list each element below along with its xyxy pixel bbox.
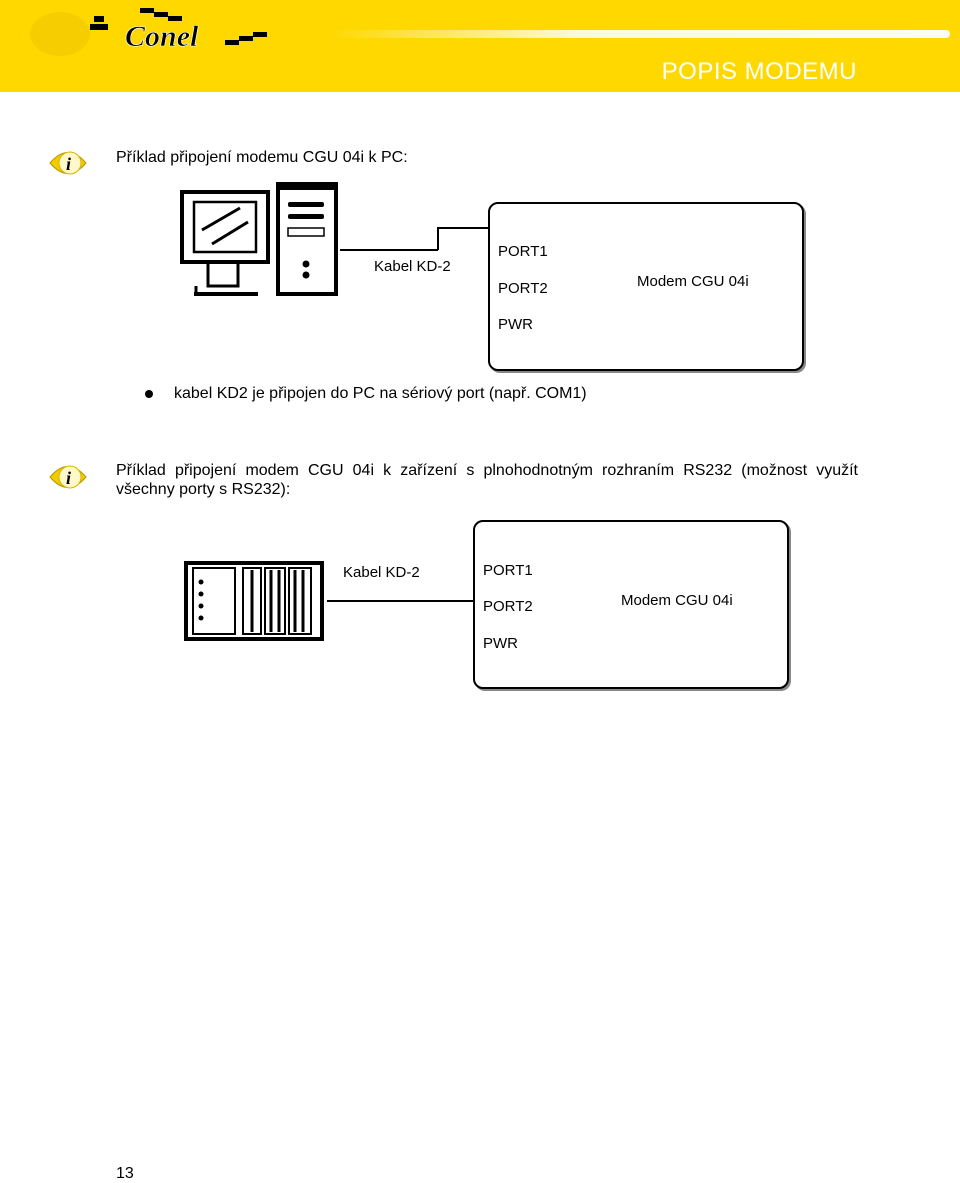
cable-label: Kabel KD-2 <box>343 564 420 581</box>
header-swoosh <box>330 30 950 38</box>
port-label: PWR <box>483 635 518 652</box>
conel-logo-icon: Conel <box>30 8 267 56</box>
pc-icon <box>180 182 338 296</box>
port-label: PORT1 <box>498 243 548 260</box>
port-label: PORT2 <box>498 280 548 297</box>
cable-line <box>340 249 438 251</box>
bullet-dot <box>145 390 153 398</box>
info-icon: i <box>49 151 87 175</box>
cable-line <box>437 227 489 229</box>
cable-line <box>327 600 475 602</box>
cable-line-vertical <box>437 227 439 250</box>
rs232-device-icon <box>184 561 324 641</box>
modem-box <box>488 202 804 371</box>
section2-heading: Příklad připojení modem CGU 04i k zaříze… <box>116 462 858 498</box>
port-label: PWR <box>498 316 533 333</box>
cable-label: Kabel KD-2 <box>374 258 451 275</box>
page-number: 13 <box>116 1165 134 1182</box>
svg-text:i: i <box>66 154 71 174</box>
svg-text:Conel: Conel <box>125 20 199 53</box>
bullet-text: kabel KD2 je připojen do PC na sériový p… <box>174 385 587 402</box>
header-title: POPIS MODEMU <box>661 58 857 85</box>
modem-box <box>473 520 789 689</box>
page-header: Conel POPIS MODEMU <box>0 0 960 92</box>
modem-label: Modem CGU 04i <box>621 592 733 609</box>
modem-label: Modem CGU 04i <box>637 273 749 290</box>
port-label: PORT1 <box>483 562 533 579</box>
info-icon: i <box>49 465 87 489</box>
port-label: PORT2 <box>483 598 533 615</box>
svg-text:i: i <box>66 468 71 488</box>
section1-heading: Příklad připojení modemu CGU 04i k PC: <box>116 149 408 166</box>
